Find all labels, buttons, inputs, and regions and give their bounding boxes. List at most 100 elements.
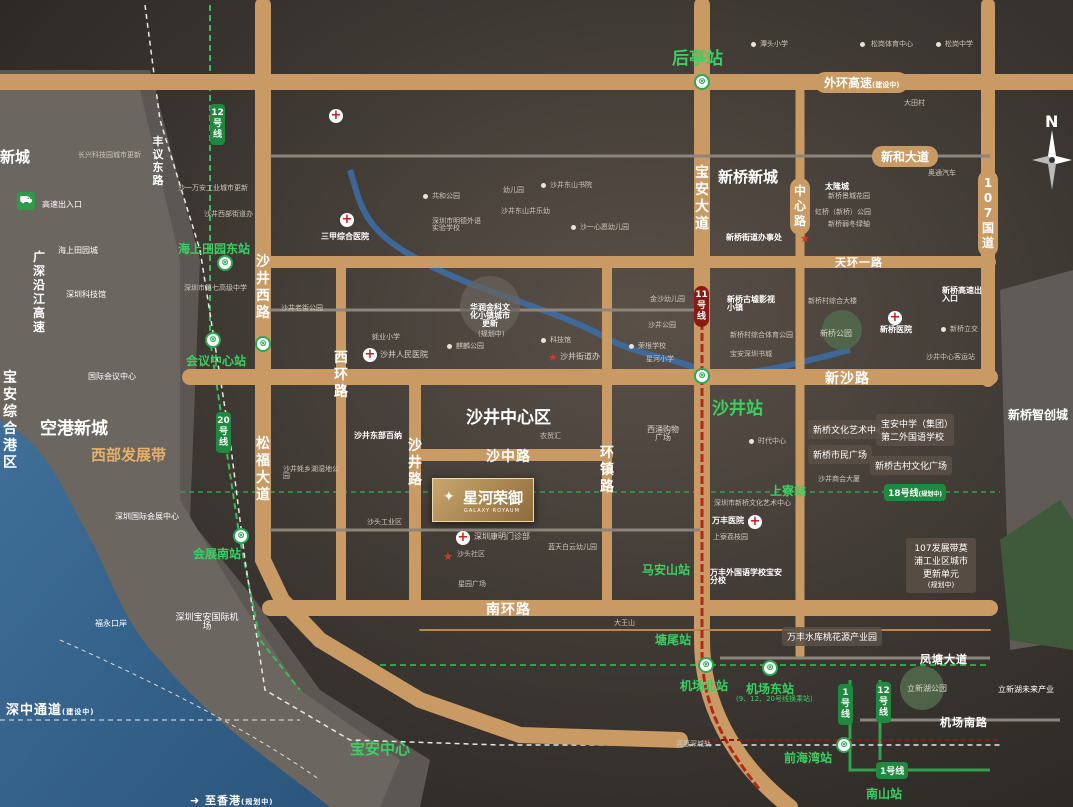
road-label-huanzhen: 环镇路 <box>600 445 614 495</box>
station-maanshan[interactable]: 马安山站 <box>642 563 691 577</box>
road-label-shajing: 沙井路 <box>408 438 422 488</box>
metro-huiyi-icon[interactable]: ⊗ <box>205 332 221 348</box>
road-label-waihuan: 外环高速(建设中) <box>815 72 909 93</box>
metro-shajing-icon[interactable]: ⊗ <box>694 368 710 384</box>
label-xinqiao-dalou: 新桥村综合大楼 <box>808 297 857 305</box>
metro-houting-icon[interactable]: ⊗ <box>694 74 710 90</box>
label-shajing-street: 沙井街道办 <box>560 352 600 361</box>
star-icon-xinqiao-street: ★ <box>800 232 810 245</box>
district-xibu: 西部发展带 <box>91 446 167 464</box>
poi-dot <box>936 42 941 47</box>
metro-qianhai-icon[interactable]: ⊗ <box>836 737 852 753</box>
label-lixin-future: 立新湖未来产业 <box>998 685 1054 694</box>
tag-culture-center: 新桥文化艺术中心 <box>808 420 891 439</box>
poi-label: 沙井商会大厦 <box>818 475 860 483</box>
station-huizhan[interactable]: 会展南站 <box>193 547 242 561</box>
road-label-tianhuan: 天环一路 <box>835 256 883 269</box>
station-qianhai[interactable]: 前海湾站 <box>784 751 833 765</box>
compass-north-label: N <box>1045 112 1059 131</box>
poi-dot <box>447 344 452 349</box>
station-tangwei[interactable]: 塘尾站 <box>655 633 692 647</box>
hospital-icon-shajing[interactable]: + <box>363 347 377 362</box>
poi-label: 金沙幼儿园 <box>650 295 685 303</box>
station-nanshan[interactable]: 南山站 <box>866 787 903 801</box>
station-haishang[interactable]: 海上田园东站 <box>178 242 251 256</box>
rail-white-3 <box>59 639 321 781</box>
label-fuyong: 福永口岸 <box>95 619 127 628</box>
poi-label: 大王山 <box>614 619 635 627</box>
label-haishang-tianyuan: 海上田园城 <box>58 246 98 255</box>
poi-dot <box>541 183 546 188</box>
metro-haishang-icon[interactable]: ⊗ <box>217 255 233 271</box>
poi-dot <box>941 327 946 332</box>
road-label-xinhe: 新和大道 <box>872 146 939 167</box>
label-wetland: 沙井蚝乡湖湿地公园 <box>283 465 339 480</box>
compass: N <box>1032 112 1072 200</box>
line-suizhen-label: 莞惠深城轨 <box>676 740 711 748</box>
label-taizhong: 太隆城 <box>825 182 849 191</box>
metro-huizhan-icon[interactable]: ⊗ <box>233 528 249 544</box>
poi-label: 农贸汇 <box>540 432 561 440</box>
hospital-icon-wanfeng[interactable]: + <box>748 514 762 529</box>
road-label-nanhuan: 南环路 <box>486 602 531 618</box>
tag-baoan-school: 宝安中学（集团）第二外国语学校 <box>876 414 954 446</box>
station-shajing[interactable]: 沙井站 <box>712 399 763 419</box>
label-shajing-fu: 沙井东部百纳 <box>354 431 402 440</box>
hospital-icon-sanjia[interactable]: + <box>340 212 354 227</box>
metro-shajingxi-icon[interactable]: ⊗ <box>255 336 271 352</box>
label-shajing-people: 沙井人民医院 <box>380 350 428 359</box>
poi-label: 科技馆 <box>550 336 571 344</box>
metro-jichangbei-icon[interactable]: ⊗ <box>698 657 714 673</box>
label-kangming: 深圳康明门诊部 <box>474 532 530 541</box>
label-xitong: 西涌购物广场 <box>647 425 679 442</box>
hospital-icon-north[interactable]: + <box>329 108 343 123</box>
label-sanjia: 三甲综合医院 <box>321 232 369 241</box>
station-jichangbei[interactable]: 机场北站 <box>680 679 729 693</box>
star-icon-shajing-street: ★ <box>548 351 558 364</box>
label-wanfeng-school: 万丰外国语学校宝安分校 <box>710 568 782 585</box>
poi-label: 荣根学校 <box>638 342 666 350</box>
line-11-tag: 11号线 <box>694 286 709 327</box>
road-label-jichangnan: 机场南路 <box>940 716 988 729</box>
label-jinke: 华润金科文化小镇城市更新 <box>470 303 510 328</box>
metro-jichangdong-icon[interactable]: ⊗ <box>762 660 778 676</box>
label-expo: 深圳国际会展中心 <box>115 512 179 521</box>
poi-label: 沙一万安工业城市更新 <box>178 184 248 192</box>
poi-label: 松岗体育中心 <box>871 40 913 48</box>
metro-line-12 <box>209 5 301 691</box>
poi-dot <box>749 439 754 444</box>
road-label-xinsha: 新沙路 <box>825 371 870 387</box>
district-konggang: 空港新城 <box>40 419 108 439</box>
poi-dot <box>860 42 865 47</box>
park-jinke <box>460 276 520 336</box>
label-lixin-park: 立新湖公园 <box>907 684 947 693</box>
road-label-shajingxi: 沙井西路 <box>256 254 270 321</box>
poi-label: 幼儿园 <box>503 186 524 194</box>
label-oldtown: 新桥古墟影视小镇 <box>727 295 775 312</box>
river <box>347 169 851 377</box>
poi-label: 沙头工业区 <box>367 518 402 526</box>
line-1-tag: 1号线 <box>838 684 853 725</box>
label-airport: 深圳宝安国际机场 <box>175 613 239 632</box>
station-huiyi[interactable]: 会议中心站 <box>186 354 247 368</box>
poi-label: 长兴科技园城市更新 <box>78 151 141 159</box>
tag-weiyuan: 107发展带莫浦工业区城市更新单元(规划中) <box>906 538 976 593</box>
poi-label: 松岗中学 <box>945 40 973 48</box>
road-label-hk: ➜ 至香港(规划中) <box>190 794 274 807</box>
poi-label: 潭头小学 <box>760 40 788 48</box>
poi-label: 沙井公园 <box>648 321 676 329</box>
hospital-icon-xinqiao[interactable]: + <box>888 310 902 325</box>
label-xinqiao-hosp: 新桥医院 <box>880 325 912 334</box>
road-baoan-lower <box>694 292 798 807</box>
district-shajing-center: 沙井中心区 <box>466 408 551 428</box>
station-shangliao[interactable]: 上寮站 <box>770 484 807 498</box>
district-baoan-center: 宝安中心 <box>350 740 411 758</box>
district-xincheng: 新城 <box>0 148 31 166</box>
tag-wanfeng-park: 万丰水库桃花源产业园 <box>782 627 883 646</box>
project-xinghe-rongyu[interactable]: ✦ 星河荣御 GALAXY ROYAUM <box>432 478 534 522</box>
station-jichangdong[interactable]: 机场东站 <box>746 682 795 696</box>
hospital-icon-kangming[interactable]: + <box>456 530 470 545</box>
green-hill <box>1000 500 1073 650</box>
station-houting[interactable]: 后亭站 <box>672 49 723 69</box>
project-name: 星河荣御 <box>463 489 524 507</box>
